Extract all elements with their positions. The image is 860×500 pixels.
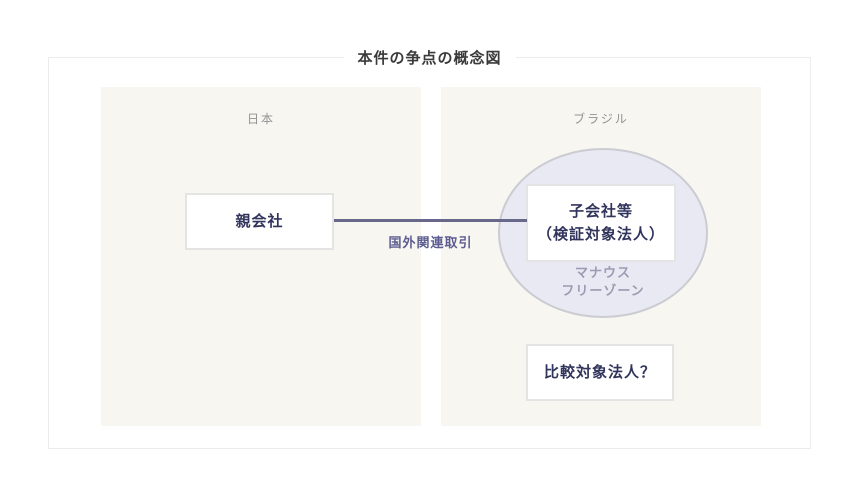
zone-label-line1: マナウス: [574, 265, 631, 280]
parent-company-box: 親会社: [185, 193, 334, 250]
parent-company-label: 親会社: [235, 213, 284, 230]
page-title: 本件の争点の概念図: [343, 47, 516, 68]
comparison-target-box: 比較対象法人？: [526, 344, 674, 401]
comparison-target-label: 比較対象法人？: [543, 364, 656, 381]
zone-label-line2: フリーゾーン: [561, 283, 645, 298]
related-transaction-connector-line: [334, 219, 527, 222]
subsidiary-label-line2: （検証対象法人）: [536, 226, 665, 243]
brazil-panel: ブラジル 子会社等 （検証対象法人） マナウス フリーゾーン 比較対象法人？: [441, 87, 761, 426]
brazil-region-label: ブラジル: [573, 112, 629, 126]
subsidiary-label-line1: 子会社等: [568, 203, 633, 220]
japan-region-label: 日本: [246, 112, 275, 126]
diagram-frame: 本件の争点の概念図 日本 親会社 ブラジル 子会社等 （検証対象法人） マナウス…: [48, 47, 811, 449]
manaus-free-zone-label: マナウス フリーゾーン: [483, 264, 723, 300]
subsidiary-box: 子会社等 （検証対象法人）: [526, 184, 676, 262]
japan-panel: 日本 親会社: [101, 87, 421, 426]
related-transaction-label: 国外関連取引: [388, 235, 473, 250]
